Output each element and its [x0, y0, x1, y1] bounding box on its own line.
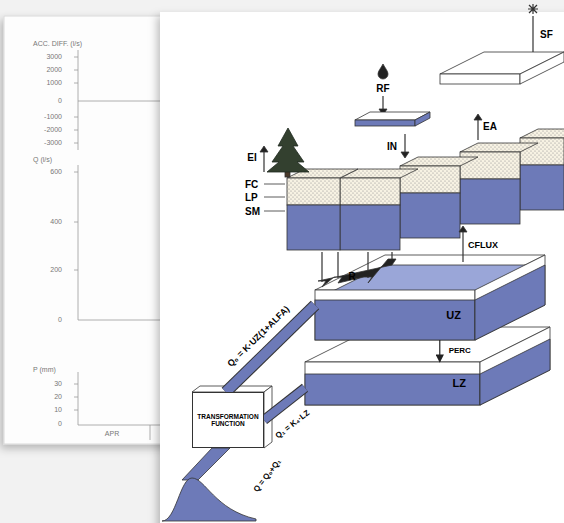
upper-zone-tank: [315, 290, 475, 340]
evaporation-arrow: [263, 151, 264, 172]
rainfall-arrow: [382, 96, 383, 110]
upper-zone-water: [475, 265, 545, 340]
rain-drop: [378, 64, 388, 79]
soil-moisture: [287, 205, 340, 250]
tick-label: 20: [54, 393, 62, 401]
lower-zone-tank: [480, 327, 550, 405]
soil-layer: [287, 178, 340, 205]
flux-label: R: [348, 271, 355, 282]
tick-label: 0: [58, 420, 62, 428]
arrow-head: [401, 152, 409, 158]
soil-top: [460, 143, 538, 152]
tick-label: 30: [54, 380, 62, 388]
axis-title: P (mm): [33, 366, 56, 374]
transform-box: TRANSFORMATION FUNCTION: [192, 392, 264, 448]
soil-moisture: [340, 205, 400, 250]
soil-top: [400, 157, 478, 166]
soil-moisture: [520, 165, 564, 210]
flux-label: EI: [247, 152, 256, 163]
tick-label: -1000: [44, 113, 62, 121]
snow-symbol: [528, 4, 538, 14]
tick-label: -2000: [44, 126, 62, 134]
tick-label: 200: [50, 266, 62, 274]
flux-label: EA: [483, 121, 497, 132]
axis-title: Q (l/s): [33, 156, 52, 164]
node-text: TRANSFORMATION FUNCTION: [197, 413, 259, 428]
tree: [267, 128, 309, 172]
upper-zone-box: UZ: [315, 290, 475, 340]
lower-zone-tank: [305, 362, 480, 405]
tick-label: -3000: [44, 139, 62, 147]
infiltration-arrow: [404, 134, 405, 153]
tick-label: 2000: [46, 66, 62, 74]
soil-moisture: [460, 179, 520, 224]
percolation-arrow: [439, 340, 440, 362]
runoff-channel: [226, 305, 315, 392]
capillary-arrow: [462, 231, 463, 262]
flow-arrow: [439, 340, 440, 362]
soil-layer: [340, 178, 400, 205]
leader-line: [264, 184, 285, 211]
tick-label: 0: [58, 316, 62, 324]
tick-label: 0: [58, 97, 62, 105]
channel-water: [226, 305, 315, 392]
chart-axes: [74, 50, 160, 440]
lower-zone-water: [480, 339, 550, 405]
snow-pack: [520, 52, 564, 84]
arrow-head: [459, 226, 467, 232]
flux-label: CFLUX: [468, 241, 498, 251]
node-text: UZ: [446, 309, 461, 322]
arrow-head: [474, 114, 482, 120]
diagram-panel: [160, 12, 564, 523]
lower-zone-water: [305, 374, 480, 405]
parameter-label: SM: [245, 206, 260, 217]
flux-label: RF: [376, 83, 389, 94]
soil-layer: [460, 152, 520, 179]
snowfall-arrow: [532, 16, 533, 56]
interception-store: [415, 112, 430, 126]
lower-zone-box: LZ: [305, 362, 480, 405]
hydrograph: [162, 478, 256, 521]
soil-moisture: [400, 193, 460, 238]
flux-label: IN: [387, 141, 397, 152]
tick-label: 400: [50, 218, 62, 226]
tick-label: 3000: [46, 53, 62, 61]
parameter-label: FC: [245, 179, 258, 190]
parameter-label: LP: [245, 192, 258, 203]
upper-zone-water: [315, 300, 475, 340]
arrow-head: [260, 146, 268, 152]
tick-label: 10: [54, 406, 62, 414]
snow-pack: [440, 74, 520, 84]
soil-top: [520, 129, 564, 138]
month-label: APR: [105, 430, 119, 438]
arrow-head: [318, 259, 396, 287]
outflow-band: [182, 448, 230, 480]
upper-zone-tank: [475, 255, 545, 340]
axis-title: ACC. DIFF. (l/s): [33, 40, 82, 48]
tick-label: 1000: [46, 79, 62, 87]
interception-store: [355, 120, 415, 126]
flux-label: SF: [540, 29, 553, 40]
soil-layer: [520, 138, 564, 165]
edge-label: PERC: [449, 347, 471, 356]
node-text: LZ: [453, 377, 466, 390]
model-drawing: [162, 4, 564, 521]
tick-label: 600: [50, 168, 62, 176]
channel-outline: [226, 305, 315, 392]
evaporation-arrow: [477, 119, 478, 140]
